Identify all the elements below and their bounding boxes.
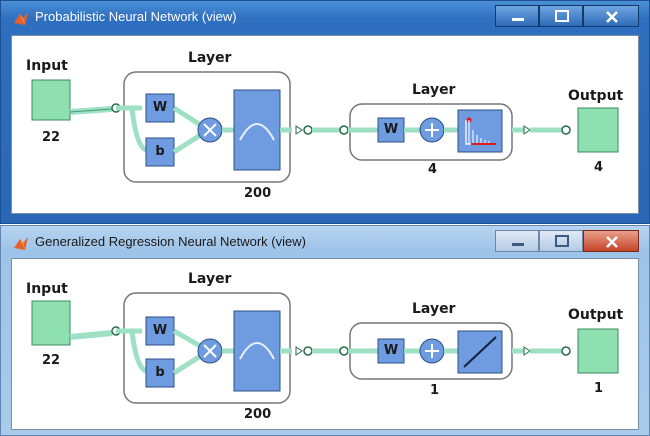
- network-view: Input 22 Layer W b 200 Layer W 1 Output …: [11, 258, 639, 430]
- input-size: 22: [42, 130, 61, 145]
- network-view: Input 22 Layer W b 200 Layer W 4 Output …: [11, 35, 639, 214]
- matlab-icon: [14, 12, 28, 25]
- matlab-icon: [14, 237, 28, 250]
- title-bar[interactable]: Generalized Regression Neural Network (v…: [1, 226, 649, 258]
- radbas-icon: [239, 342, 275, 360]
- output-label: Output: [568, 88, 624, 104]
- layer2-title: Layer: [412, 82, 456, 98]
- maximize-icon: [555, 235, 569, 247]
- layer2-size: 4: [428, 162, 438, 177]
- close-icon: [606, 236, 618, 248]
- grnn-window: Generalized Regression Neural Network (v…: [0, 225, 650, 436]
- close-icon: [606, 11, 618, 23]
- radbas-icon: [239, 123, 275, 141]
- maximize-button[interactable]: [539, 5, 583, 27]
- layer2-weight-block: [377, 117, 405, 143]
- layer2-weight-label: W: [383, 343, 399, 358]
- connector-line: [69, 108, 113, 113]
- layer1-title: Layer: [188, 271, 232, 287]
- compet-transfer-block: [457, 109, 503, 153]
- close-button[interactable]: [583, 230, 639, 252]
- close-button[interactable]: [583, 5, 639, 27]
- maximize-icon: [555, 10, 569, 22]
- purelin-icon: [463, 336, 497, 368]
- minimize-icon: [512, 18, 524, 21]
- network-diagram: [31, 71, 619, 183]
- maximize-button[interactable]: [539, 230, 583, 252]
- input-label: Input: [26, 58, 68, 74]
- pnn-window: Probabilistic Neural Network (view): [0, 0, 650, 224]
- minimize-button[interactable]: [495, 5, 539, 27]
- network-diagram: [31, 292, 619, 404]
- layer1-title: Layer: [188, 50, 232, 66]
- window-title: Generalized Regression Neural Network (v…: [35, 234, 306, 249]
- window-title: Probabilistic Neural Network (view): [35, 9, 237, 24]
- title-bar[interactable]: Probabilistic Neural Network (view): [1, 1, 649, 33]
- layer1-weight-block: [145, 93, 175, 123]
- layer1-bias-label: b: [155, 144, 165, 159]
- layer1-weight-label: W: [152, 323, 168, 338]
- input-node: [31, 300, 71, 346]
- layer2-size: 1: [430, 383, 440, 398]
- window-controls: [495, 230, 639, 252]
- layer1-size: 200: [244, 186, 272, 201]
- layer1-bias-block: [145, 137, 175, 167]
- radbas-transfer-block: [233, 89, 281, 171]
- layer2-weight-block: [377, 338, 405, 364]
- compet-icon: [465, 117, 496, 145]
- layer1-size: 200: [244, 407, 272, 422]
- input-node: [31, 79, 71, 121]
- minimize-button[interactable]: [495, 230, 539, 252]
- input-size: 22: [42, 353, 61, 368]
- output-size: 1: [594, 381, 604, 396]
- layer1-weight-label: W: [152, 100, 168, 115]
- layer1-bias-label: b: [155, 365, 165, 380]
- output-node: [577, 328, 619, 374]
- layer2-title: Layer: [412, 301, 456, 317]
- output-label: Output: [568, 307, 624, 323]
- minimize-icon: [512, 243, 524, 246]
- output-size: 4: [594, 160, 604, 175]
- radbas-transfer-block: [233, 310, 281, 392]
- output-node: [577, 107, 619, 153]
- layer2-weight-label: W: [383, 122, 399, 137]
- layer1-weight-block: [145, 316, 175, 346]
- window-controls: [495, 5, 639, 27]
- input-label: Input: [26, 281, 68, 297]
